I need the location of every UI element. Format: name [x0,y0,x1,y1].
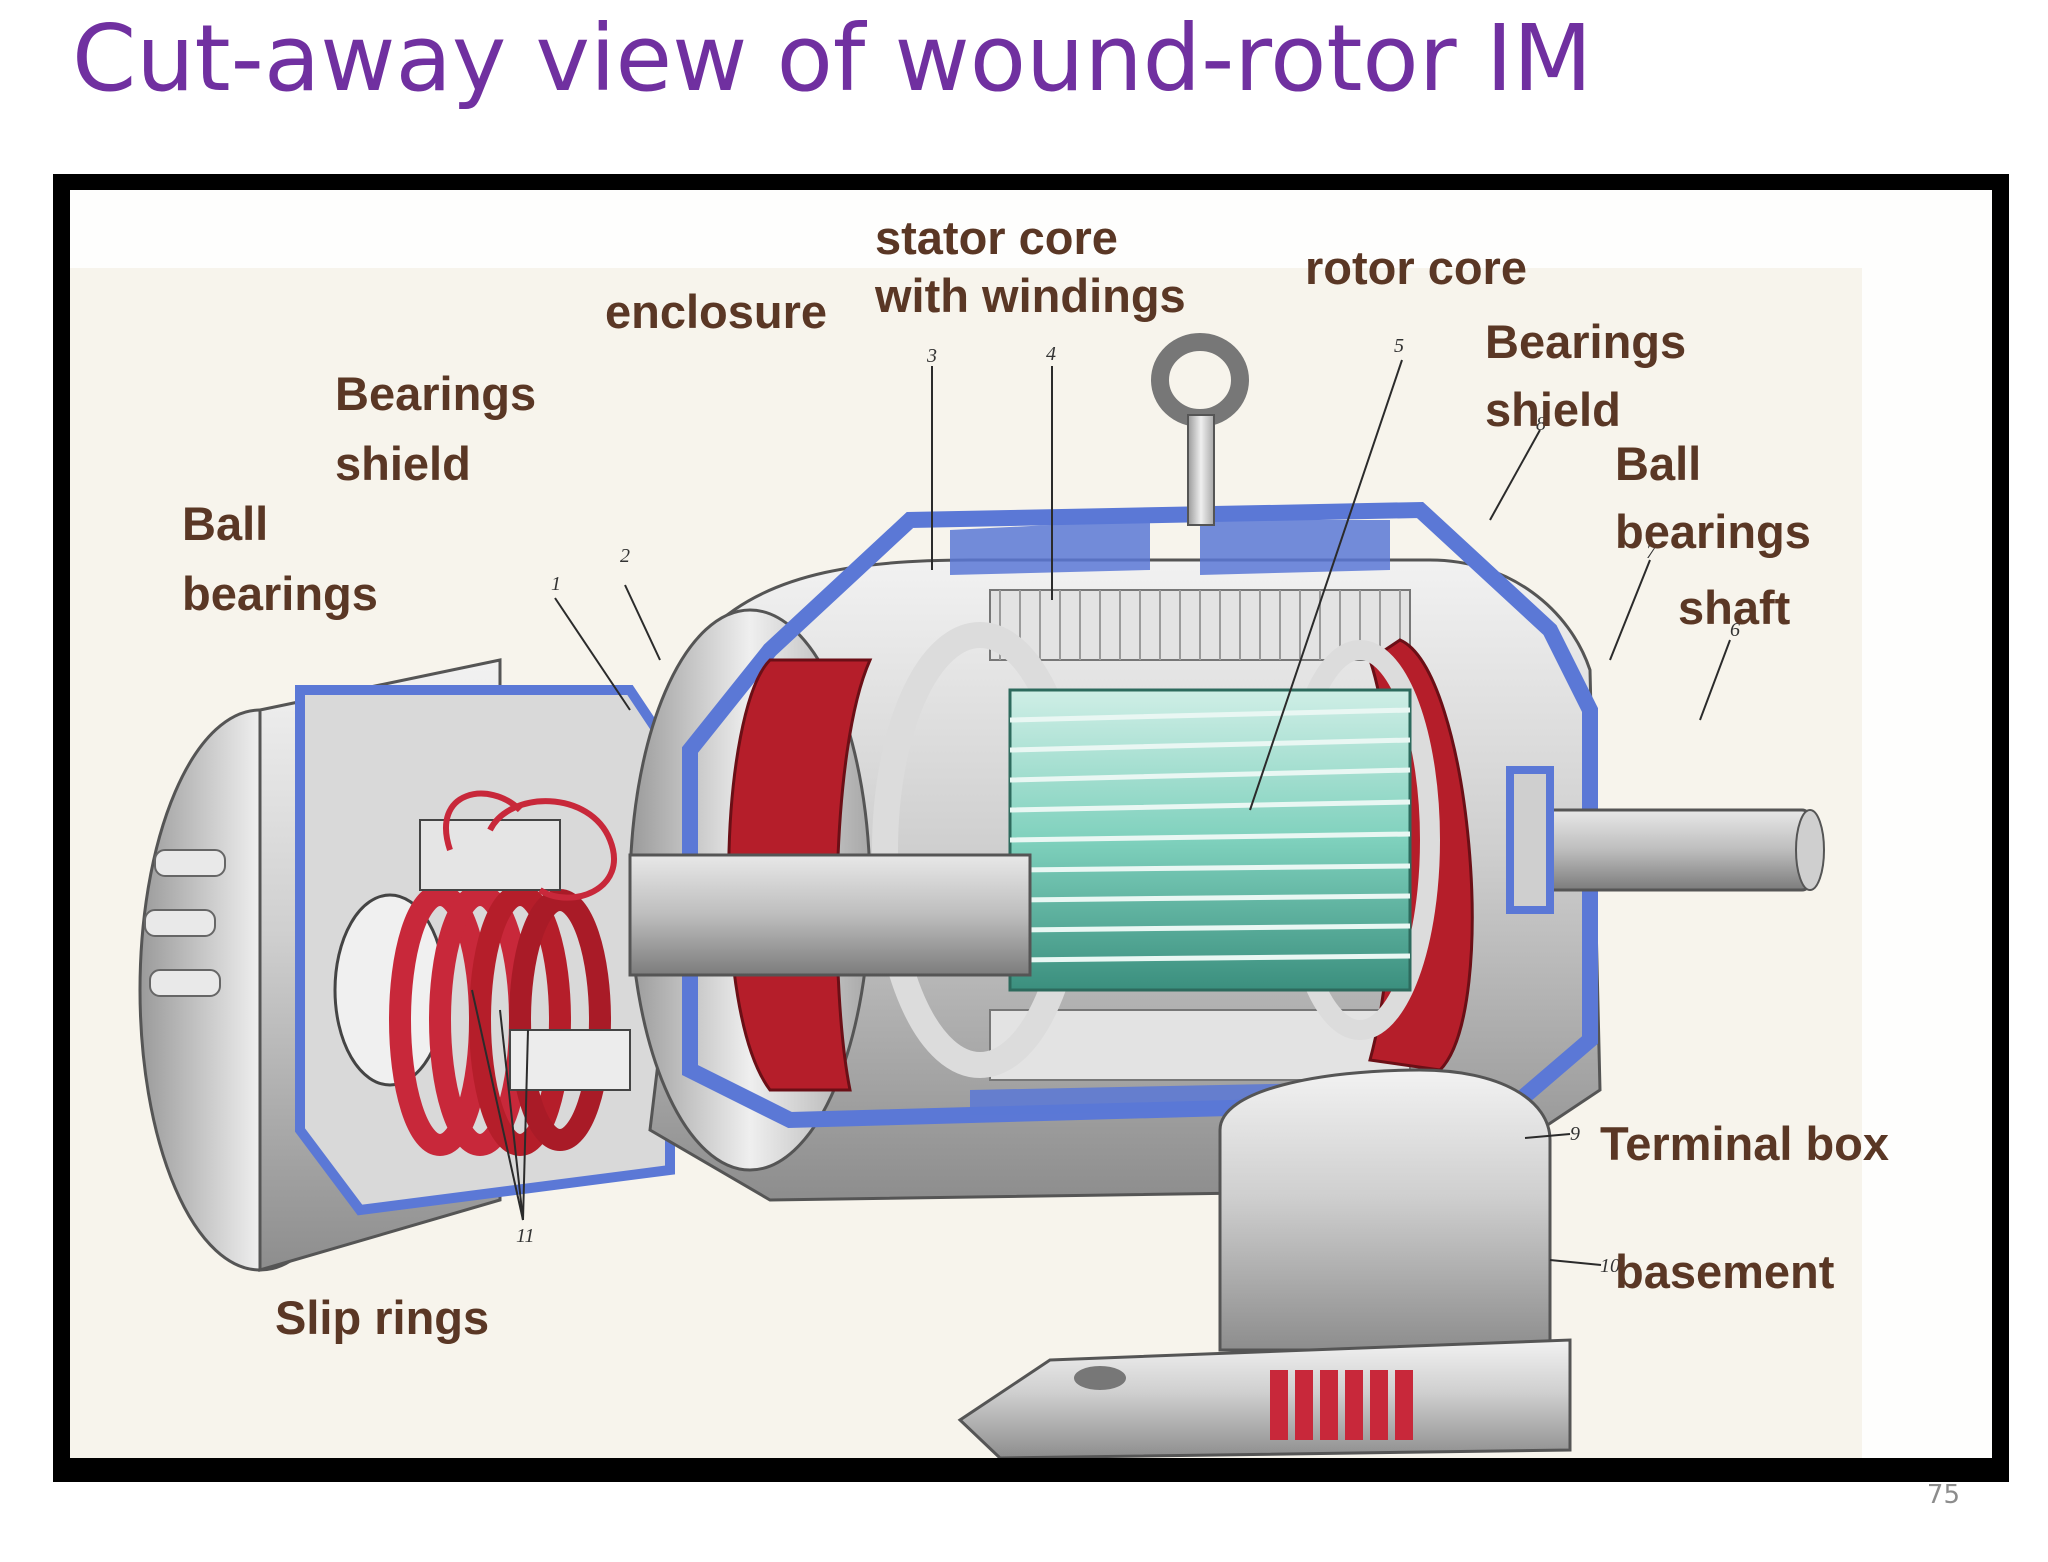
part-number-6: 6 [1730,619,1740,641]
terminal-leads [1270,1370,1413,1440]
basement [957,1338,1572,1458]
callout-labels: stator core with windings enclosure roto… [182,211,1889,1344]
label-stator-core-line1: stator core [875,211,1118,264]
label-ball-bearings-right-line1: Ball [1615,437,1701,490]
label-ball-bearings-right-line2: bearings [1615,505,1811,558]
part-number-8: 8 [1536,413,1546,435]
part-number-7: 7 [1646,541,1657,563]
part-number-10: 10 [1600,1255,1620,1277]
label-stator-core-line2: with windings [874,269,1186,322]
label-bearings-shield-left-line1: Bearings [335,367,536,420]
part-numbers: 1 2 3 4 5 6 7 8 9 10 11 [516,335,1740,1277]
part-number-3: 3 [926,345,937,367]
brush-holders [419,790,631,1091]
label-bearings-shield-right-line2: shield [1485,383,1621,436]
motor-illustration: 1 2 3 4 5 6 7 8 9 10 11 stator core with… [70,211,1889,1458]
part-number-4: 4 [1046,343,1056,365]
label-shaft: shaft [1678,581,1791,634]
label-terminal-box: Terminal box [1600,1117,1889,1170]
part-number-1: 1 [551,573,561,595]
label-enclosure: enclosure [605,285,827,338]
motor-cutaway-figure: 1 2 3 4 5 6 7 8 9 10 11 stator core with… [70,190,1992,1458]
slip-ring-chamber [295,685,675,1216]
shaft [628,808,1825,977]
page-number: 75 [1926,1480,1960,1510]
label-basement: basement [1615,1245,1835,1298]
ball-bearing-right [1506,766,1554,914]
ball-bearing-left [333,893,447,1087]
part-number-11: 11 [516,1225,535,1247]
label-ball-bearings-left-line1: Ball [182,497,268,550]
label-bearings-shield-left-line2: shield [335,437,471,490]
eye-bolt [1151,333,1249,526]
slide-title: Cut-away view of wound-rotor IM [72,5,1593,112]
part-number-2: 2 [620,545,630,567]
part-number-9: 9 [1570,1123,1580,1145]
label-bearings-shield-right-line1: Bearings [1485,315,1686,368]
label-ball-bearings-left-line2: bearings [182,567,378,620]
label-rotor-core: rotor core [1305,241,1527,294]
rotor-core [1008,688,1412,992]
part-number-5: 5 [1394,335,1404,357]
figure-frame: 1 2 3 4 5 6 7 8 9 10 11 stator core with… [53,174,2009,1482]
stator-windings [727,622,1474,1092]
terminal-box [1218,1068,1552,1352]
label-slip-rings: Slip rings [275,1291,489,1344]
leader-lines [471,359,1731,1266]
slip-rings [389,884,611,1156]
